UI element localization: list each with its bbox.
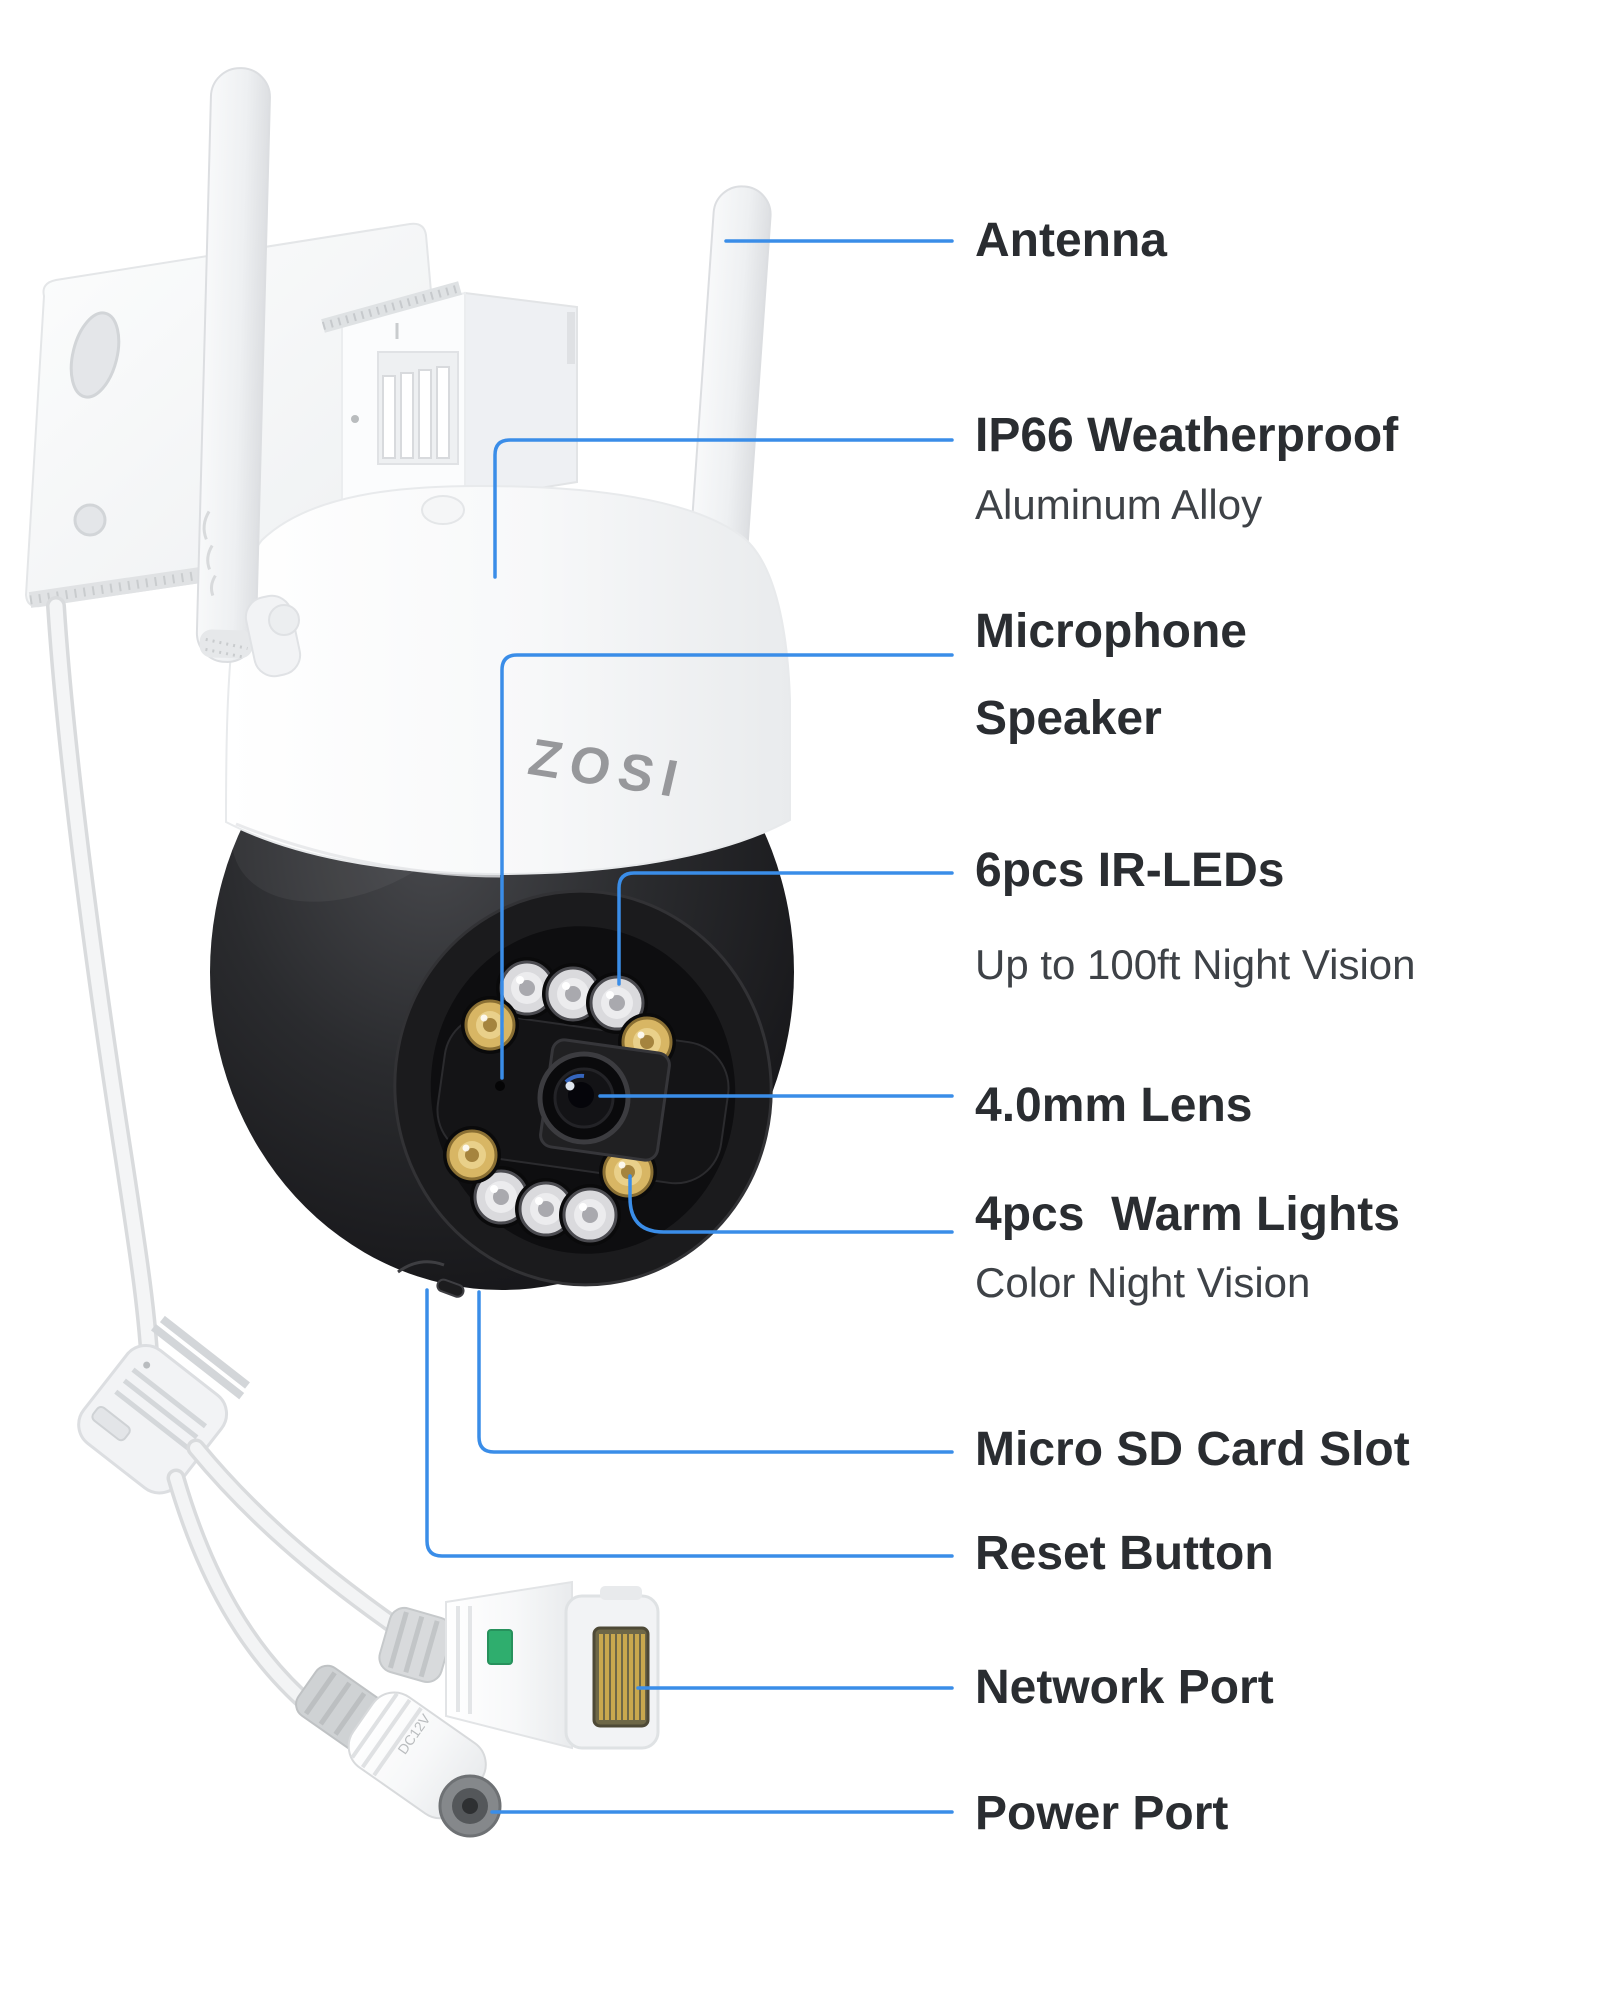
cable-splitter: [77, 1315, 250, 1495]
cable: [46, 596, 160, 1382]
callout-label-antenna: Antenna: [975, 214, 1167, 267]
antenna-left: [195, 67, 271, 663]
antenna-hinge: [244, 594, 302, 678]
callout-label-sd-card: Micro SD Card Slot: [975, 1423, 1410, 1476]
callout-sublabel-ir-leds: Up to 100ft Night Vision: [975, 941, 1416, 988]
vent-slots: [382, 366, 450, 459]
power-connector: DC12V: [295, 1664, 502, 1838]
callout-sublabel-warm-lights: Color Night Vision: [975, 1259, 1311, 1306]
callout-label-warm-lights: 4pcs Warm Lights: [975, 1188, 1400, 1241]
callout-label-ir-leds: 6pcs IR-LEDs: [975, 844, 1285, 897]
warm-light-led: [459, 994, 521, 1056]
callout-label-reset: Reset Button: [975, 1527, 1274, 1580]
network-connector: [378, 1580, 660, 1750]
bracket-screw-hole: [69, 311, 121, 399]
cable: [166, 1438, 402, 1718]
callout-line-warm: [628, 1174, 954, 1234]
callout-line-ir: [617, 871, 954, 986]
callout-line-ip66: [493, 438, 954, 579]
bracket-screw-hole: [73, 503, 107, 537]
callout-label-ip66: IP66 Weatherproof: [975, 409, 1399, 462]
warm-light-led: [441, 1124, 503, 1186]
callout-label-speaker: Speaker: [975, 692, 1162, 745]
callout-label-microphone: Microphone: [975, 605, 1247, 658]
sd-slot-cover: [436, 1278, 465, 1298]
sd-slot-cover: [397, 1260, 445, 1274]
callout-line-mic: [500, 653, 954, 1080]
camera-face: [393, 889, 773, 1298]
callout-sublabel-ip66: Aluminum Alloy: [975, 481, 1263, 528]
poe-indicator: [487, 1629, 513, 1665]
camera-lens: [537, 1038, 671, 1162]
callout-line-reset: [425, 1288, 954, 1558]
callout-label-network-port: Network Port: [975, 1661, 1274, 1714]
microphone-hole: [495, 1081, 505, 1091]
callout-lines: [425, 239, 954, 1814]
callout-label-lens: 4.0mm Lens: [975, 1079, 1253, 1132]
callout-line-sd: [477, 1290, 954, 1454]
camera-body: [224, 484, 791, 878]
callout-label-power-port: Power Port: [975, 1787, 1229, 1840]
bracket-arm: [321, 281, 578, 510]
